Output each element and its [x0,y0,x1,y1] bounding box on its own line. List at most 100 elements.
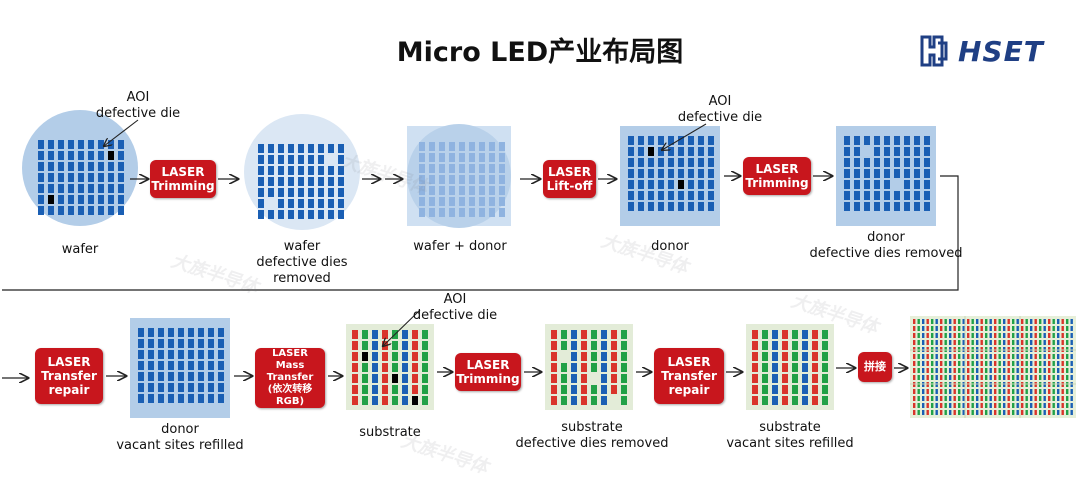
die [944,396,947,401]
die [48,173,54,182]
die [98,173,104,182]
die [802,374,808,383]
die [158,339,164,348]
die [1003,375,1006,380]
die [1052,375,1055,380]
die [976,410,979,415]
die [980,368,983,373]
die [812,385,818,394]
die [976,354,979,359]
die [1048,389,1051,394]
die [998,333,1001,338]
die [1030,340,1033,345]
die [601,352,607,361]
die [268,188,274,197]
die [967,333,970,338]
die [913,403,916,408]
die [1070,340,1073,345]
die [412,330,418,339]
die [188,328,194,337]
laser-trimming-button-3[interactable]: LASER Trimming [455,353,521,391]
die [1025,340,1028,345]
die [469,153,475,162]
die [874,169,880,178]
die [922,354,925,359]
die [1012,389,1015,394]
die [158,328,164,337]
die [1025,326,1028,331]
die [994,354,997,359]
die [989,361,992,366]
die [1021,368,1024,373]
die [658,202,664,211]
die [949,403,952,408]
laser-liftoff-button[interactable]: LASER Lift-off [543,160,596,198]
die [499,197,505,206]
die [1043,410,1046,415]
die [953,333,956,338]
die [949,396,952,401]
aoi-note-3: AOI defective die [412,292,498,323]
die [953,340,956,345]
die [985,319,988,324]
die [1034,375,1037,380]
die [1057,389,1060,394]
die [708,158,714,167]
die [1052,354,1055,359]
die [953,389,956,394]
die [931,319,934,324]
die [922,361,925,366]
die [178,383,184,392]
die [178,394,184,403]
die [894,191,900,200]
die [318,210,324,219]
die [382,374,388,383]
laser-trimming-button-2[interactable]: LASER Trimming [743,157,811,195]
die [1070,319,1073,324]
laser-trimming-button-1[interactable]: LASER Trimming [150,160,216,198]
die [980,403,983,408]
laser-mass-transfer-button[interactable]: LASER Mass Transfer (依次转移RGB) [255,348,325,408]
die [1043,375,1046,380]
die [218,361,224,370]
die [998,396,1001,401]
die [944,403,947,408]
die [268,166,274,175]
die [782,341,788,350]
die [318,144,324,153]
die [412,374,418,383]
die [752,341,758,350]
laser-transfer-repair-button-1[interactable]: LASER Transfer repair [35,348,103,404]
die [352,352,358,361]
die [802,341,808,350]
die [422,363,428,372]
caption-wafer: wafer [61,242,99,257]
die [328,199,334,208]
splice-button[interactable]: 拼接 [858,352,892,382]
die [168,394,174,403]
die [88,173,94,182]
die [914,136,920,145]
die [88,195,94,204]
die [782,374,788,383]
die [904,158,910,167]
die [782,363,788,372]
die [958,361,961,366]
die [949,368,952,373]
laser-transfer-repair-button-2[interactable]: LASER Transfer repair [654,348,724,404]
die [1057,333,1060,338]
die [1066,389,1069,394]
die [962,333,965,338]
die [958,319,961,324]
die [792,330,798,339]
die [944,333,947,338]
die [449,186,455,195]
die [489,142,495,151]
die [931,368,934,373]
die [958,375,961,380]
die [338,177,344,186]
die [822,330,828,339]
die [1070,361,1073,366]
die [1021,403,1024,408]
